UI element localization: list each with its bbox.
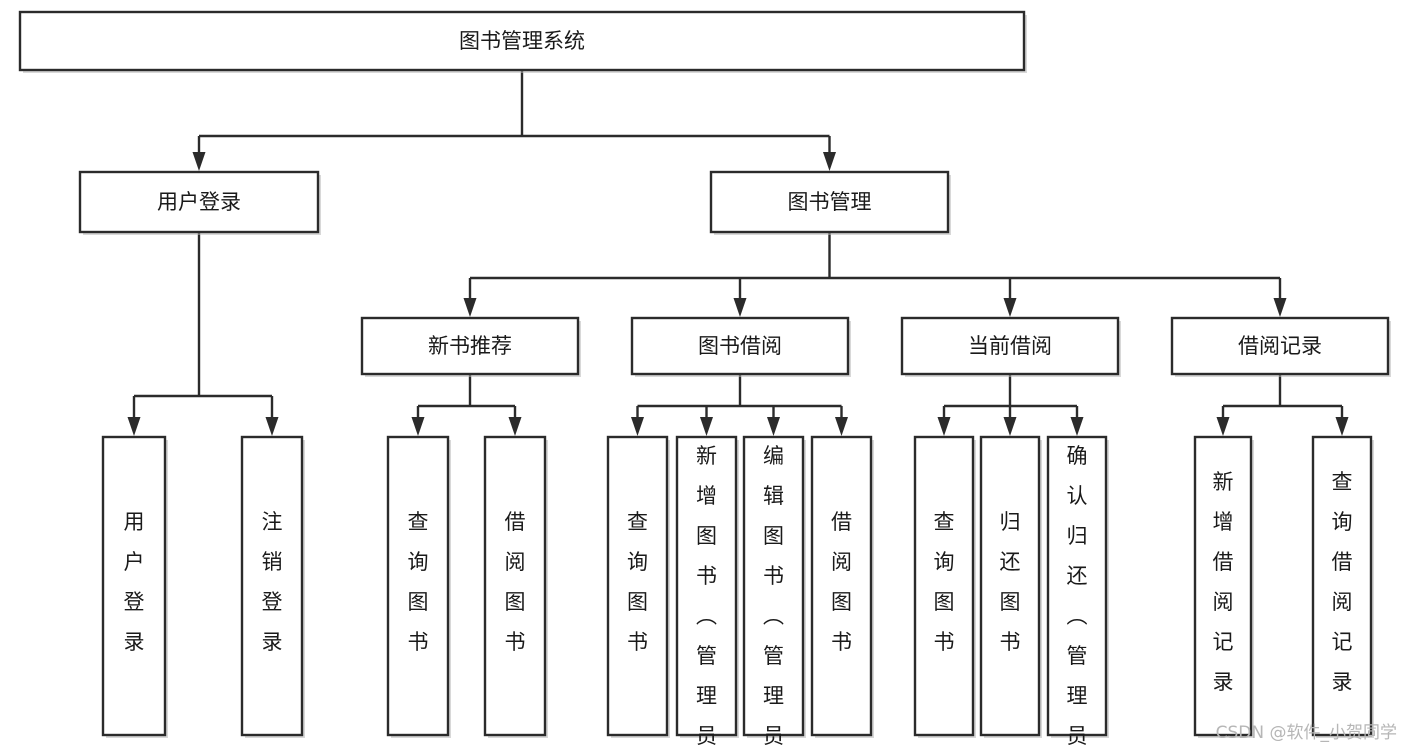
node-book-borrow[interactable]: 图书借阅 [630, 316, 851, 377]
node-label: 新增图书︵管理员︶ [696, 444, 717, 747]
node-leaf-user-login[interactable]: 用户登录 [101, 435, 168, 738]
node-label: 当前借阅 [968, 334, 1052, 358]
node-label: 图书借阅 [698, 334, 782, 358]
node-leaf-borrow-book-1[interactable]: 借阅图书 [483, 435, 548, 738]
node-label: 归还图书 [1000, 510, 1021, 654]
node-label: 确认归还︵管理员︶ [1067, 444, 1088, 747]
node-leaf-query-book-3[interactable]: 查询图书 [913, 435, 976, 738]
node-leaf-query-record[interactable]: 查询借阅记录 [1311, 435, 1374, 738]
node-borrow-record[interactable]: 借阅记录 [1170, 316, 1391, 377]
node-label: 新书推荐 [428, 334, 512, 358]
node-user-login[interactable]: 用户登录 [78, 170, 321, 235]
node-book-manage[interactable]: 图书管理 [709, 170, 951, 235]
node-label: 查询图书 [627, 510, 648, 654]
node-leaf-add-record[interactable]: 新增借阅记录 [1193, 435, 1254, 738]
node-leaf-add-book[interactable]: 新增图书︵管理员︶ [675, 435, 739, 747]
node-leaf-logout[interactable]: 注销登录 [240, 435, 305, 738]
node-label: 借阅图书 [505, 510, 526, 654]
node-leaf-return-book[interactable]: 归还图书 [979, 435, 1042, 738]
node-label: 查询图书 [934, 510, 955, 654]
node-label: 用户登录 [124, 510, 145, 654]
node-label: 注销登录 [262, 510, 283, 654]
node-label: 查询借阅记录 [1332, 470, 1353, 694]
edges-layer [127, 70, 1349, 436]
node-label: 图书管理系统 [459, 29, 585, 53]
node-leaf-edit-book[interactable]: 编辑图书︵管理员︶ [742, 435, 806, 747]
node-label: 编辑图书︵管理员︶ [763, 444, 784, 747]
node-leaf-query-book-2[interactable]: 查询图书 [606, 435, 670, 738]
node-label: 用户登录 [157, 190, 241, 214]
node-root[interactable]: 图书管理系统 [18, 10, 1027, 73]
nodes-layer: 图书管理系统用户登录图书管理新书推荐图书借阅当前借阅借阅记录用户登录注销登录查询… [18, 10, 1391, 747]
node-label: 图书管理 [788, 190, 872, 214]
node-current-borrow[interactable]: 当前借阅 [900, 316, 1121, 377]
node-leaf-confirm-return[interactable]: 确认归还︵管理员︶ [1046, 435, 1109, 747]
node-leaf-borrow-book-2[interactable]: 借阅图书 [810, 435, 874, 738]
node-label: 借阅记录 [1238, 334, 1322, 358]
node-label: 借阅图书 [831, 510, 852, 654]
node-label: 查询图书 [408, 510, 429, 654]
node-label: 新增借阅记录 [1213, 470, 1234, 694]
node-leaf-query-book-1[interactable]: 查询图书 [386, 435, 451, 738]
node-new-book-rec[interactable]: 新书推荐 [360, 316, 581, 377]
